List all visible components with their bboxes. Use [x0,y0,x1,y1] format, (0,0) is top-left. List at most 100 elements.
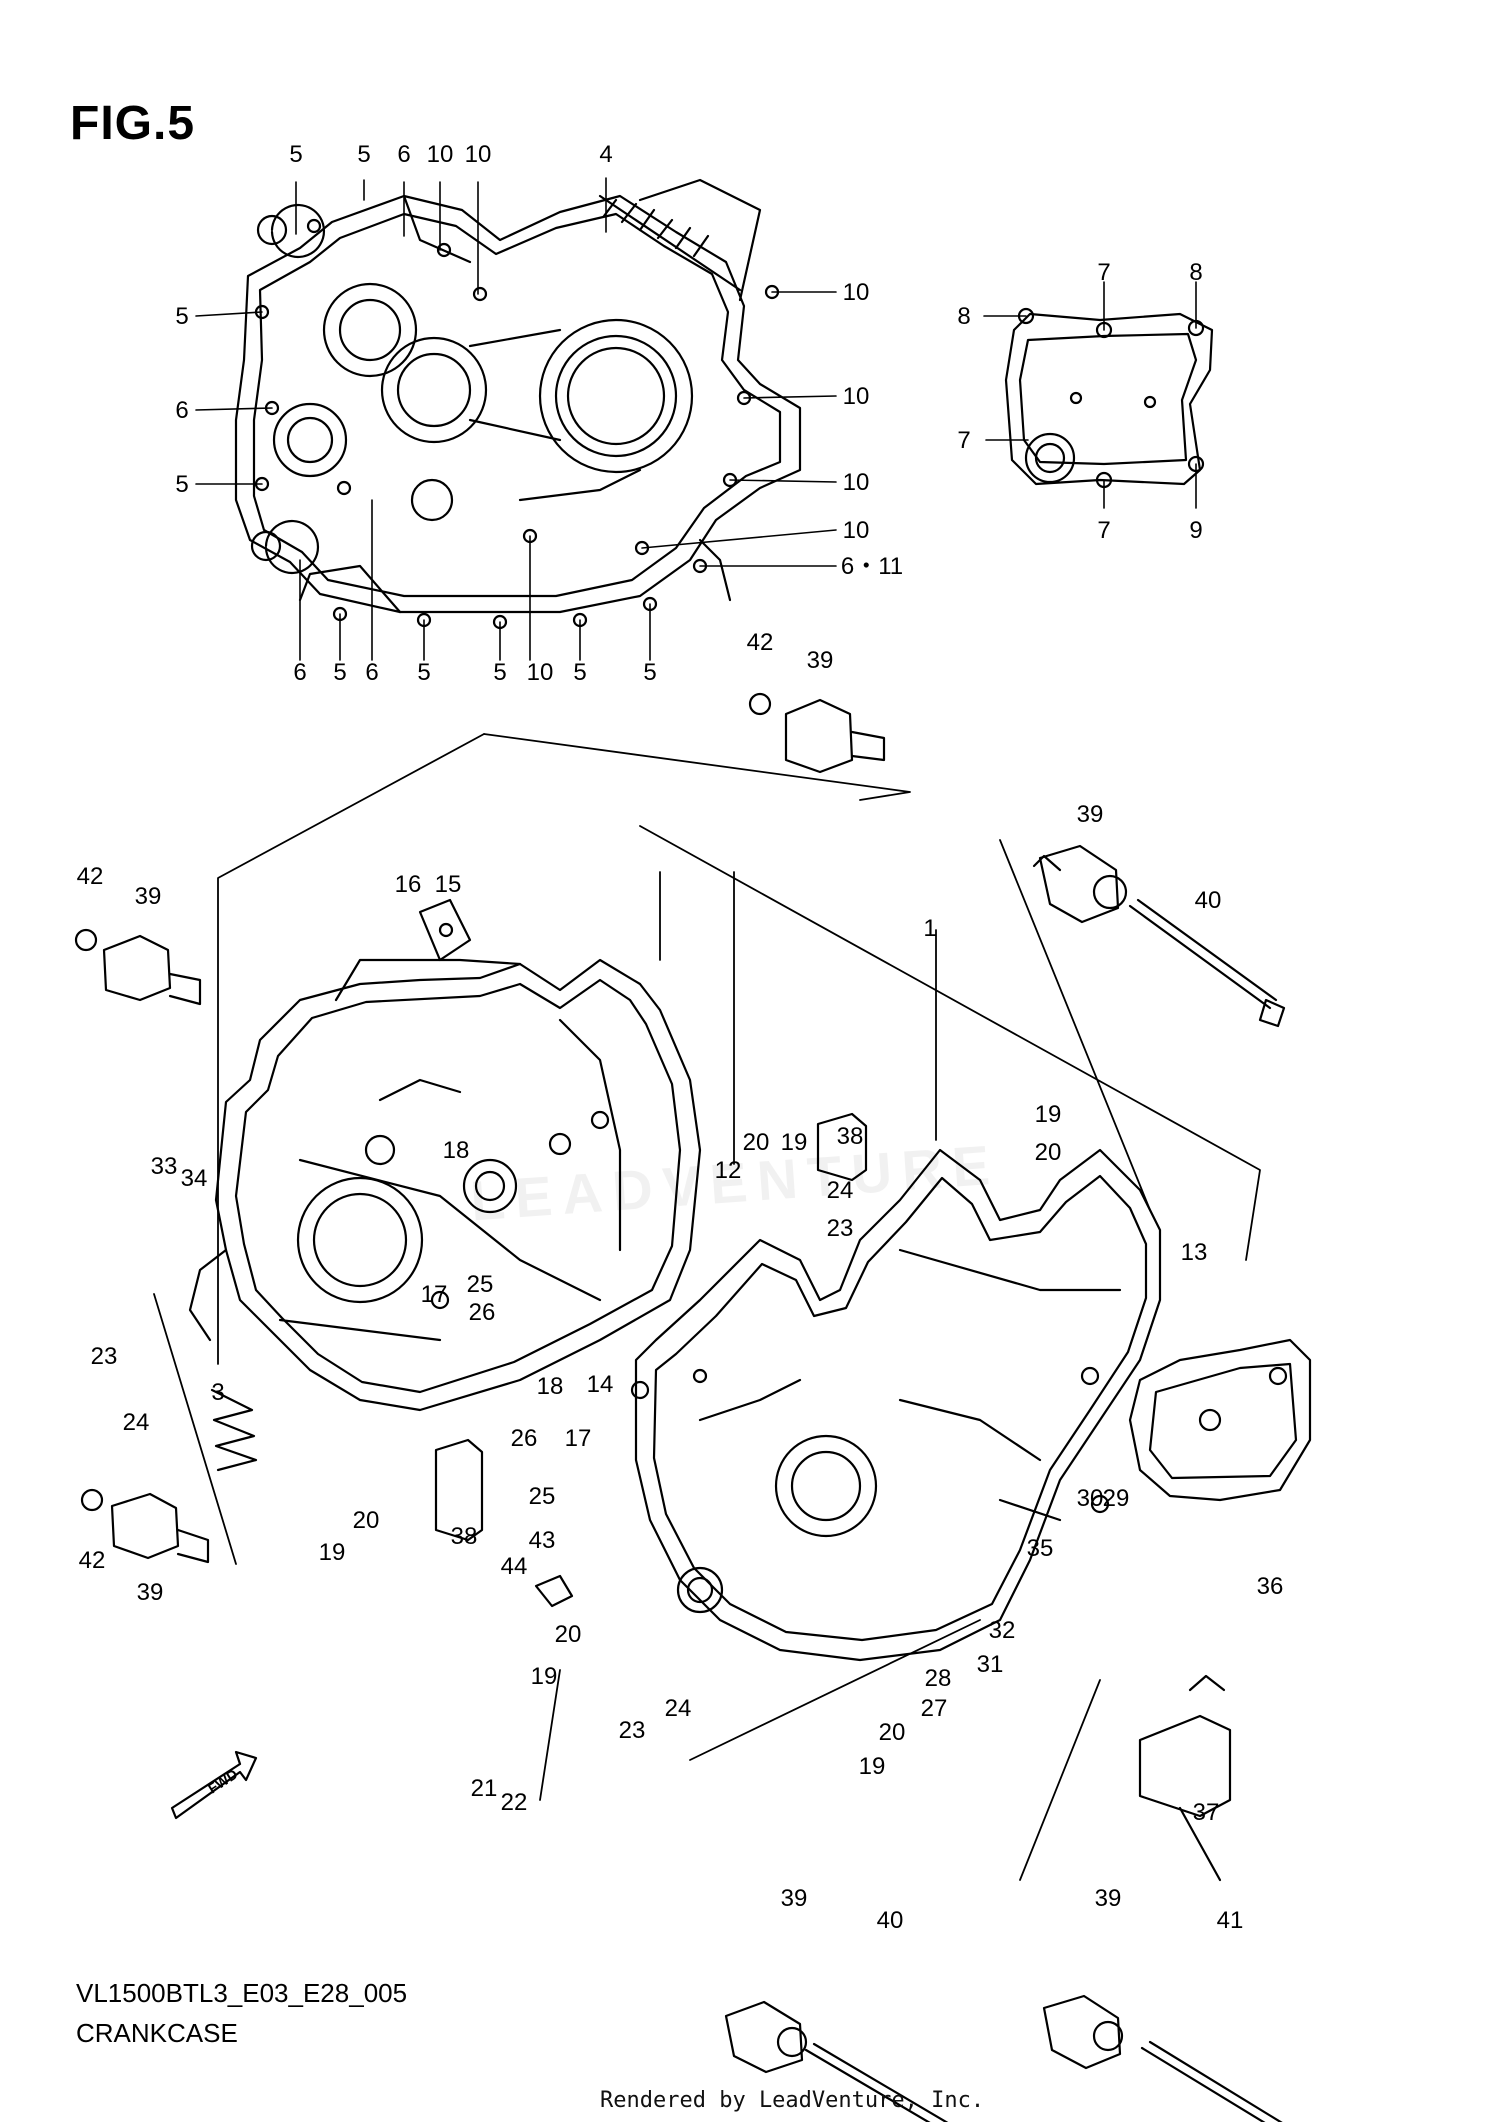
part-callout-c20: 10 [527,659,554,686]
part-callout-c4: 10 [427,141,454,168]
render-credit: Rendered by LeadVenture, Inc. [600,2088,985,2113]
part-callout-c45: 23 [827,1215,854,1242]
part-callout-c85: 39 [781,1885,808,1912]
part-callout-c58: 26 [511,1425,538,1452]
part-callout-c57: 14 [587,1371,614,1398]
part-callout-c34: 39 [135,883,162,910]
part-callout-c71: 36 [1257,1573,1284,1600]
part-callout-c67: 43 [529,1527,556,1554]
part-callout-c22: 5 [643,659,656,686]
part-callout-c73: 19 [531,1663,558,1690]
part-callout-c26: 7 [957,427,970,454]
diagram-artwork [74,177,1312,2122]
part-callout-c24: 8 [1189,259,1202,286]
part-callout-c39: 20 [1035,1139,1062,1166]
part-callout-c35: 16 [395,871,422,898]
part-callout-c43: 12 [715,1157,742,1184]
part-callout-c51: 25 [467,1271,494,1298]
part-callout-c11: 5 [175,471,188,498]
part-callout-c7: 10 [843,279,870,306]
part-callout-c72: 20 [555,1621,582,1648]
part-callout-c88: 41 [1217,1907,1244,1934]
left-crankcase-half [188,898,702,1412]
part-callout-c62: 19 [319,1539,346,1566]
part-callout-c50: 17 [421,1281,448,1308]
part-callout-c10: 6 [175,397,188,424]
part-callout-c36: 15 [435,871,462,898]
part-callout-c54: 24 [123,1409,150,1436]
part-callout-c3: 6 [397,141,410,168]
part-callout-c8: 5 [175,303,188,330]
part-callout-c77: 31 [977,1651,1004,1678]
diagram-name: CRANKCASE [76,2018,238,2048]
part-callout-c19: 5 [493,659,506,686]
part-callout-c74: 23 [619,1717,646,1744]
part-callout-c29: 42 [747,629,774,656]
part-callout-c30: 39 [807,647,834,674]
assembly-guide-lines [153,733,1261,1881]
part-callout-c14: 6・11 [841,553,903,580]
part-callout-c60: 25 [529,1483,556,1510]
part-callout-c52: 26 [469,1299,496,1326]
model-code: VL1500BTL3_E03_E28_005 [76,1978,408,2008]
part-callout-c16: 5 [333,659,346,686]
part-callout-c2: 5 [357,141,370,168]
part-callout-c18: 5 [417,659,430,686]
part-callout-c82: 21 [471,1775,498,1802]
part-callout-c13: 10 [843,517,870,544]
part-callout-c86: 40 [877,1907,904,1934]
part-callout-c1: 5 [289,141,302,168]
part-callout-c6: 4 [599,141,612,168]
part-callout-c49: 18 [443,1137,470,1164]
part-callout-c41: 19 [781,1129,808,1156]
part-callout-c9: 10 [843,383,870,410]
engine-mount-hardware [74,692,1286,2122]
right-crankcase-half [630,1148,1312,1662]
part-callout-c59: 17 [565,1425,592,1452]
part-callout-c44: 24 [827,1177,854,1204]
part-callout-c12: 10 [843,469,870,496]
part-callout-c46: 13 [1181,1239,1208,1266]
part-callout-c31: 39 [1077,801,1104,828]
part-callout-c37: 1 [923,915,936,942]
part-callout-c21: 5 [573,659,586,686]
part-callout-c53: 23 [91,1343,118,1370]
part-callout-c28: 9 [1189,517,1202,544]
figure-label: FIG.5 [70,97,196,150]
part-callout-c23: 7 [1097,259,1110,286]
part-callout-c42: 38 [837,1123,864,1150]
part-callout-c76: 32 [989,1617,1016,1644]
part-callout-c80: 20 [879,1719,906,1746]
part-callout-c33: 42 [77,863,104,890]
part-callout-c47: 33 [151,1153,178,1180]
part-callout-c32: 40 [1195,887,1222,914]
part-callout-c87: 39 [1095,1885,1122,1912]
part-callout-c25: 8 [957,303,970,330]
part-callout-c5: 10 [465,141,492,168]
callout-leader-lines [195,177,1197,661]
crankcase-side-view [234,178,802,630]
part-callout-c56: 18 [537,1373,564,1400]
part-callout-c38: 19 [1035,1101,1062,1128]
part-callout-c70: 35 [1027,1535,1054,1562]
part-callout-c75: 24 [665,1695,692,1722]
part-callout-c48: 34 [181,1165,208,1192]
part-callout-c63: 42 [79,1547,106,1574]
cover-plate-view [1004,307,1214,489]
part-callout-c78: 28 [925,1665,952,1692]
part-callout-c84: 37 [1193,1799,1220,1826]
part-callout-c17: 6 [365,659,378,686]
fwd-arrow [170,1750,258,1820]
part-callout-c27: 7 [1097,517,1110,544]
part-callout-c55: 3 [211,1379,224,1406]
part-callout-c61: 20 [353,1507,380,1534]
part-callout-c68: 30 [1077,1485,1104,1512]
part-callout-c81: 19 [859,1753,886,1780]
part-callout-c40: 20 [743,1129,770,1156]
part-callout-c65: 38 [451,1523,478,1550]
part-callout-c83: 22 [501,1789,528,1816]
part-callout-c64: 39 [137,1579,164,1606]
